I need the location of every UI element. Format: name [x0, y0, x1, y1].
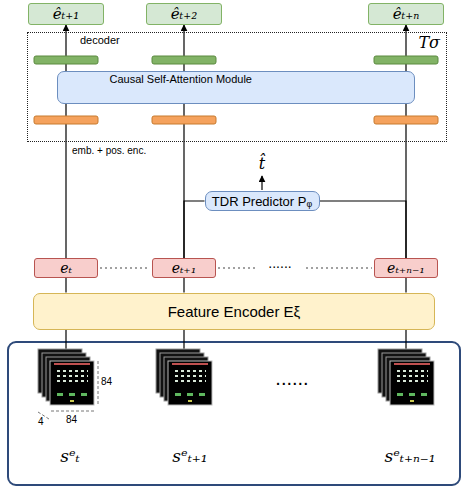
connector [405, 278, 406, 293]
dimension-label: 84 [101, 376, 112, 387]
node-label: Causal Self-Attention Module [110, 73, 252, 85]
dimension-label: 84 [66, 414, 77, 425]
dimension-label: 4 [38, 416, 44, 427]
frame-stack [378, 349, 434, 405]
node-label: Feature Encoder Eξ [168, 303, 301, 320]
embedding-bar [34, 116, 98, 124]
state-symbol: sᵉₜ [60, 446, 80, 466]
node-label: êₜ₊ₙ [393, 5, 420, 23]
connector [320, 201, 407, 258]
feature-box: eₜ [34, 258, 98, 278]
dotted-link [218, 267, 255, 268]
node-label: eₜ₊₁ [172, 260, 197, 276]
decoder-output-bar [374, 56, 438, 64]
input-line [183, 330, 184, 349]
dimension-line [98, 361, 99, 405]
attention-box: Causal Self-Attention Module [57, 71, 415, 104]
decoder-region: decoder TσCausal Self-Attention Module [27, 32, 447, 142]
feature-box: eₜ₊₁ [152, 258, 216, 278]
ellipsis: ...... [268, 255, 291, 271]
connector [184, 201, 205, 258]
output-box: êₜ₊₂ [146, 3, 222, 25]
output-arrow [261, 176, 262, 190]
output-symbol: t̂ [259, 154, 265, 173]
input-line [65, 330, 66, 349]
frame-stack [156, 349, 212, 405]
node-label: eₜ [60, 260, 72, 276]
encoder-box: Feature Encoder Eξ [33, 293, 435, 330]
feature-box: eₜ₊ₙ₋₁ [374, 258, 438, 278]
output-box: êₜ₊₁ [28, 3, 104, 25]
embedding-note: emb. + pos. enc. [72, 145, 146, 156]
state-symbol: sᵉₜ₊₁ [172, 446, 207, 466]
embedding-bar [152, 116, 216, 124]
decoder-output-bar [34, 56, 98, 64]
output-box: êₜ₊ₙ [368, 3, 444, 25]
dotted-link [306, 267, 372, 268]
state-symbol: sᵉₜ₊ₙ₋₁ [384, 446, 435, 466]
node-label: êₜ₊₂ [171, 5, 198, 23]
node-label: êₜ₊₁ [53, 5, 80, 23]
input-panel [8, 342, 460, 485]
dotted-link [100, 267, 150, 268]
region-caption: decoder [80, 34, 120, 46]
embedding-bar [374, 116, 438, 124]
input-line [405, 330, 406, 349]
frame-stack [38, 349, 94, 405]
ellipsis: ...... [275, 367, 308, 390]
predictor-box: TDR Predictor Pᵩ [205, 191, 320, 211]
node-label: TDR Predictor Pᵩ [212, 194, 312, 209]
decoder-output-bar [152, 56, 216, 64]
module-symbol: Tσ [418, 33, 440, 52]
connector [183, 278, 184, 293]
dimension-line [51, 411, 94, 412]
connector [65, 278, 66, 293]
node-label: eₜ₊ₙ₋₁ [387, 260, 425, 276]
